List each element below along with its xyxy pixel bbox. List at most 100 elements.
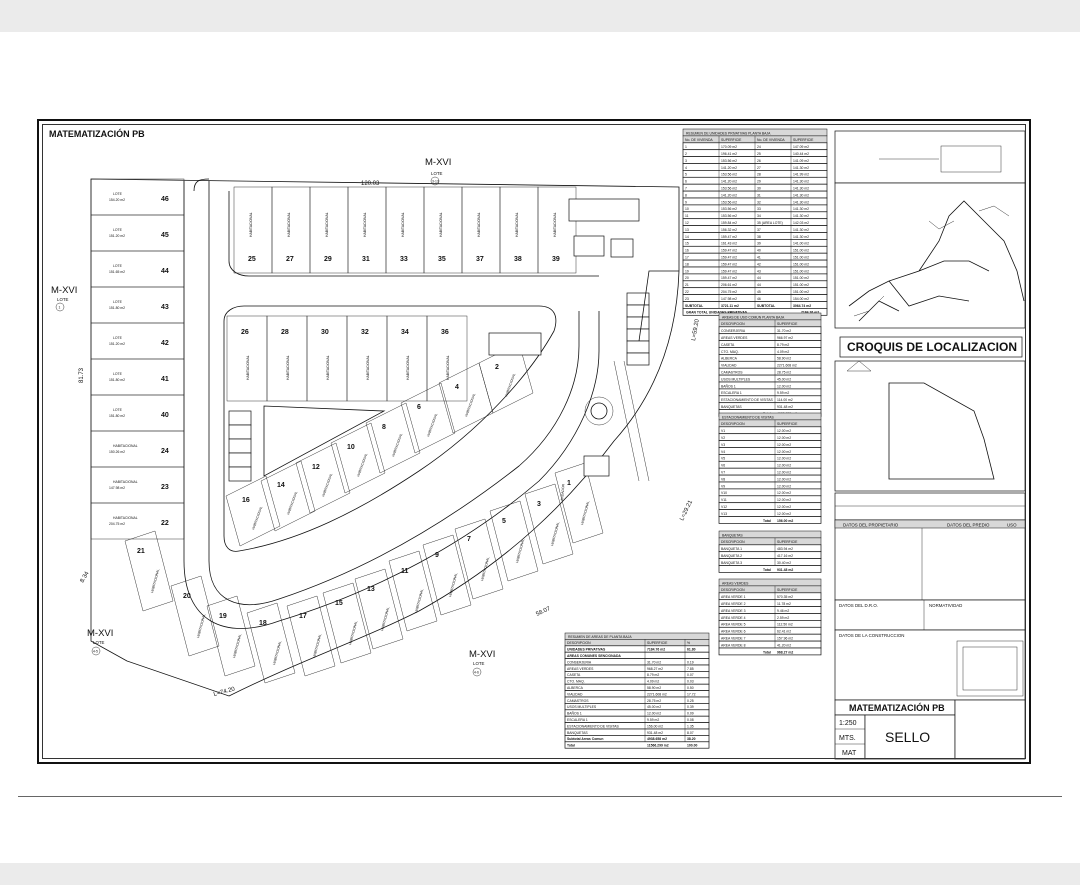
table-cell: ALBERCA: [567, 686, 584, 690]
table-cell: 12.00 m2: [777, 477, 791, 481]
table-cell: 7184.76 m2: [801, 311, 819, 315]
table-cell: 141.20 m2: [721, 166, 737, 170]
table-cell: BAÑOS 1: [567, 711, 582, 716]
table-cell: 156.00 m2: [647, 724, 663, 728]
table-cell: CAMASTROS: [721, 371, 743, 375]
table-cell: SUBTOTAL: [685, 304, 703, 308]
lot-number: 37: [476, 256, 484, 263]
table-cell: 12.00 m2: [777, 505, 791, 509]
table-cell: 58.90 m2: [777, 357, 791, 361]
lot-outline: [400, 382, 456, 454]
table-cell: 147.98 m2: [721, 297, 737, 301]
table-cell: DESCRIPCION: [721, 588, 745, 592]
table-cell: BANQUETA 3: [721, 561, 742, 565]
road-label: ANDADOR: [560, 483, 566, 501]
table-cell: 159.47 m2: [721, 262, 737, 266]
lot-number: 20: [183, 593, 191, 600]
table-cell: 45.00 m2: [777, 377, 791, 381]
table-cell: AREA VERDE 7: [721, 637, 746, 641]
svg-text:4-5: 4-5: [93, 650, 98, 654]
table-cell: 12.00 m2: [777, 464, 791, 468]
svg-text:4-6: 4-6: [474, 671, 479, 675]
table-cell: Total: [567, 744, 575, 748]
lot-use-label: HABITACIONAL: [401, 212, 405, 237]
table-cell: 141.30 m2: [793, 166, 809, 170]
table-cell: 112.50 m2: [777, 623, 793, 627]
table-cell: 17.72: [687, 692, 696, 696]
table-cell: V9: [721, 484, 725, 488]
table-cell: 12.00 m2: [777, 484, 791, 488]
table-cell: 8.79 m2: [777, 343, 789, 347]
table-cell: DESCRIPCION: [567, 641, 591, 645]
table-cell: 27: [757, 166, 761, 170]
table-cell: SUPERFICIE: [777, 540, 798, 544]
lot-number: 41: [161, 376, 169, 383]
table-cell: 17: [685, 256, 689, 260]
svg-text:M-XVI: M-XVI: [87, 628, 113, 639]
table-cell: 30: [757, 187, 761, 191]
table-cell: 141.30 m2: [793, 187, 809, 191]
table-cell: V7: [721, 471, 725, 475]
table-cell: V13: [721, 512, 727, 516]
table-cell: 9: [685, 200, 687, 204]
table-cell: 161.43 m2: [721, 242, 737, 246]
table-cell: 931.48 m2: [777, 568, 793, 572]
lot-number: 10: [347, 444, 355, 451]
lot-name: LOTE: [113, 228, 123, 232]
table-cell: USOS MULTIPLES: [721, 377, 751, 381]
lot-outline: [286, 595, 336, 677]
table-cell: BANQUETA 2: [721, 554, 742, 558]
table-cell: 33: [757, 207, 761, 211]
table-cell: 0.09: [687, 712, 694, 716]
table-cell: 159.47 m2: [721, 235, 737, 239]
lot-use-label: HABITACIONAL: [446, 355, 450, 380]
table-cell: AREA VERDE 2: [721, 602, 746, 606]
table-cell: 19: [685, 269, 689, 273]
table-cell: SUPERFICIE: [777, 588, 798, 592]
table-cell: 14: [685, 235, 689, 239]
table-cell: V10: [721, 491, 727, 495]
table-cell: Total: [763, 568, 771, 572]
table-cell: V3: [721, 443, 725, 447]
table-cell: 37: [757, 228, 761, 232]
table-cell: AREA VERDE 8: [721, 643, 746, 647]
lot-number: 12: [312, 464, 320, 471]
table-cell: 3: [685, 159, 687, 163]
table-cell: BANQUETAS: [721, 405, 742, 409]
summary-table: RESUMEN DE AREAS DE PLANTA BAJADESCRIPCI…: [564, 632, 710, 749]
lot-number: 21: [137, 548, 145, 555]
table-cell: SUBTOTAL: [757, 304, 775, 308]
table-cell: 38: [757, 235, 761, 239]
lot-outline: [260, 460, 316, 532]
lot-use-label: HABITACIONAL: [232, 633, 242, 658]
table-cell: 12.00 m2: [777, 436, 791, 440]
table-title: AREAS VERDES: [722, 581, 749, 585]
table-title: RESUMEN DE UNIDADES PRIVATIVAS PLANTA BA…: [686, 131, 771, 135]
table-cell: V11: [721, 498, 727, 502]
lot-number: 44: [161, 268, 169, 275]
location-map: [834, 182, 1026, 329]
parcel-outline-box: [834, 360, 1026, 492]
table-cell: UNIDADES PRIVATIVAS: [567, 648, 606, 652]
table-cell: 41: [757, 256, 761, 260]
amenity-buildings: [488, 198, 640, 477]
lot-number: 31: [362, 256, 370, 263]
lot-outline: [170, 575, 220, 657]
lot-outline: [388, 550, 438, 632]
table-cell: 141.30 m2: [793, 214, 809, 218]
table-cell: AREA VERDE 6: [721, 630, 746, 634]
lot-use-label: HABITACIONAL: [348, 620, 358, 645]
bottom-lots-group: 1HABITACIONAL3HABITACIONAL5HABITACIONAL7…: [124, 462, 604, 684]
table-cell: CTO. MAQ.: [721, 350, 739, 354]
table-cell: 32: [757, 200, 761, 204]
scale-value: 1:250: [839, 720, 857, 727]
table-cell: 20: [685, 276, 689, 280]
table-cell: 3064.74 m2: [793, 304, 811, 308]
table-cell: 141.99 m2: [793, 173, 809, 177]
lot-number: 36: [441, 329, 449, 336]
table-cell: 26: [757, 159, 761, 163]
construction-header: DATOS DE LA CONSTRUCCION: [839, 633, 904, 638]
table-cell: 12.00 m2: [777, 429, 791, 433]
